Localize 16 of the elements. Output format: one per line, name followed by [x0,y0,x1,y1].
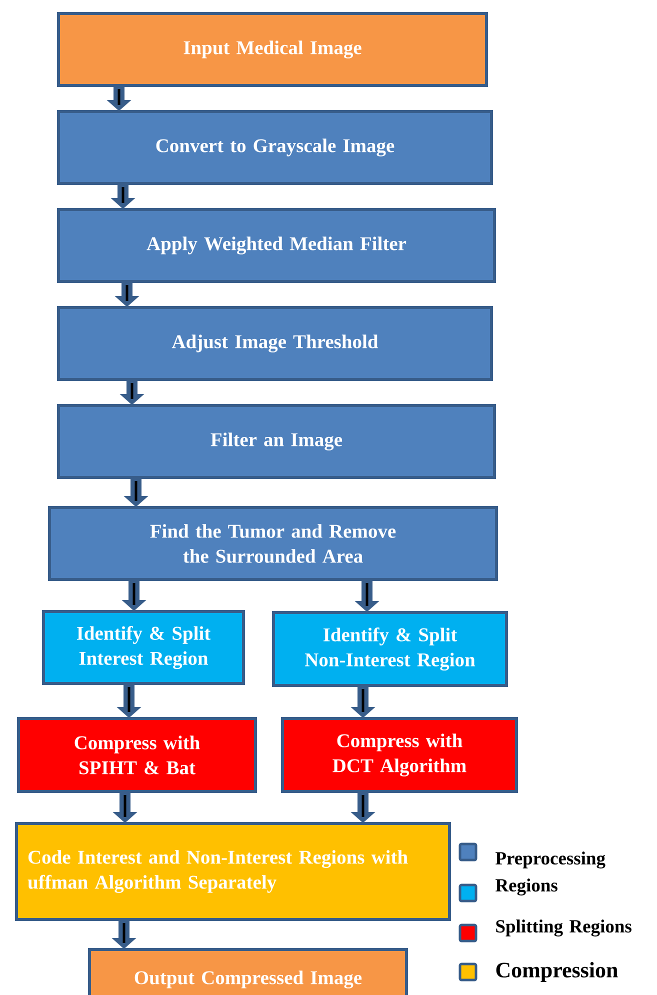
process-box: Adjust Image Threshold [57,306,493,381]
legend-label: Preprocessing [496,852,606,868]
process-box: Apply Weighted Median Filter [57,208,496,283]
legend-label: Splitting Regions [496,920,632,936]
process-box: Identify & Split Non-Interest Region [272,611,508,687]
process-box: Code Interest and Non-Interest Regions with uffman Algorithm Separately [15,822,451,921]
process-box: Compress with SPIHT & Bat [17,717,257,793]
legend-label: Compression [496,962,618,982]
process-box: Filter an Image [57,404,496,479]
process-box: Find the Tumor and Remove the Surrounded Area [48,506,498,581]
legend-label: Regions [496,878,558,896]
process-box: Convert to Grayscale Image [57,110,493,185]
process-box: Identify & Split Interest Region [42,610,245,685]
process-box: Input Medical Image [57,12,488,87]
process-box: Output Compressed Image [88,948,408,995]
process-box: Compress with DCT Algorithm [281,717,518,793]
